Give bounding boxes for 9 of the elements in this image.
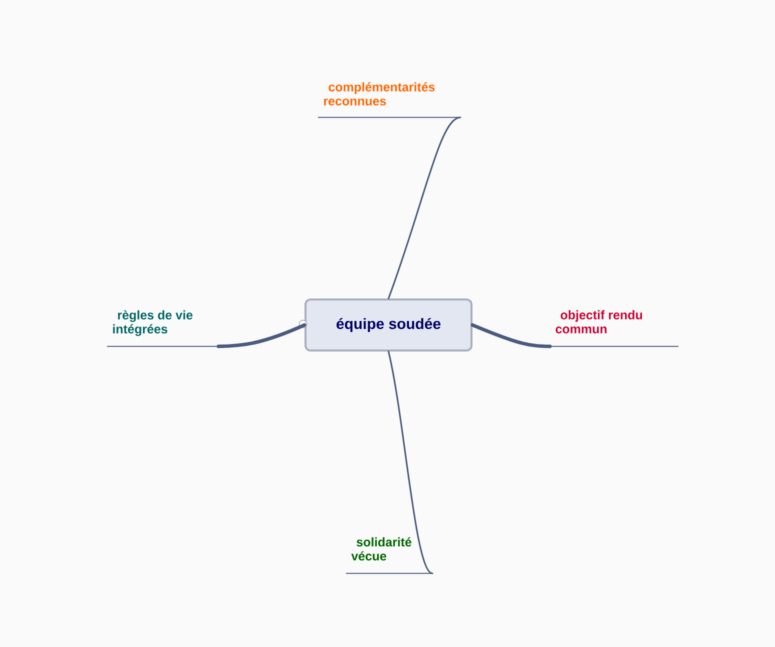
topic-box: équipe soudée: [304, 298, 472, 352]
branch-line: [216, 323, 306, 348]
branch-line: [470, 323, 552, 348]
branch-label: complémentarités reconnues: [318, 82, 461, 118]
branch-label: solidarité vécue: [346, 537, 433, 574]
branch-line: [388, 116, 462, 300]
branch-line: [388, 350, 434, 574]
branch-label: objectif rendu commun: [550, 310, 679, 347]
branch-label: règles de vie intégrées: [106, 310, 219, 347]
